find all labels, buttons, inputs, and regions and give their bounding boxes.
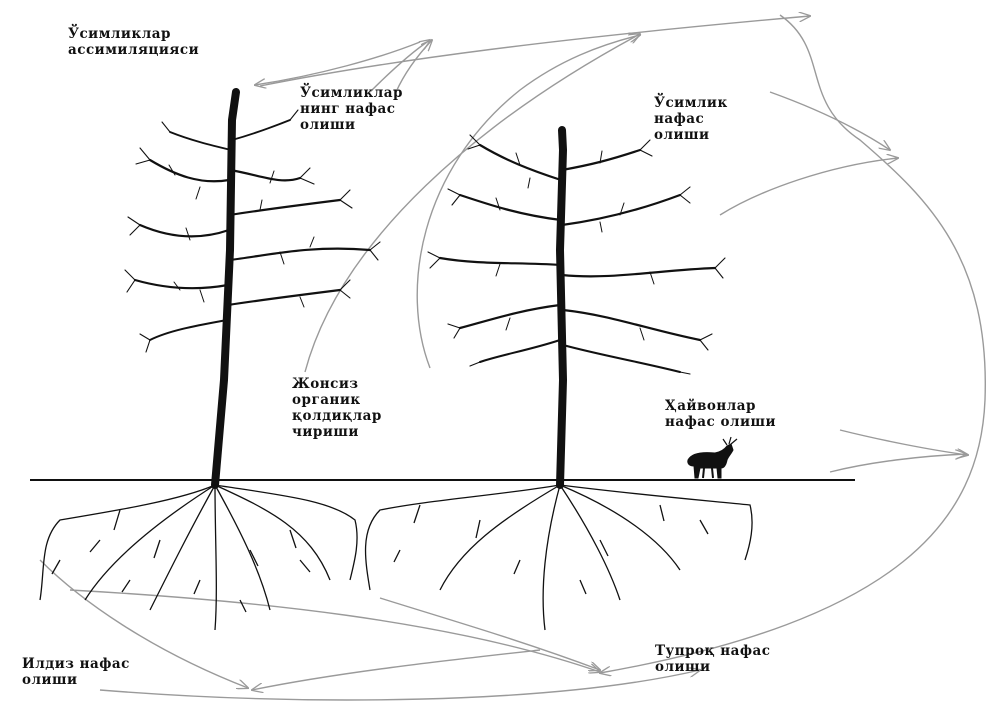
label-animal-respiration-line-1: Ҳайвонлар [665,398,776,414]
roots-left [40,485,357,630]
label-soil-respiration: Тупроқ нафас олиши [655,643,771,675]
label-plants-respiration: Ўсимликлар нинг нафас олиши [300,85,403,133]
label-root-respiration-line-1: Илдиз нафас [22,656,130,672]
label-plant-respiration-line-1: Ўсимлик [654,95,728,111]
roots-right [366,485,753,630]
label-root-respiration: Илдиз нафас олиши [22,656,130,688]
label-assimilation: Ўсимликлар ассимиляцияси [68,26,199,58]
arrow-top-to-right [770,92,890,150]
animal-silhouette [688,437,737,478]
label-decomposition-line-3: қолдиқлар [292,408,382,424]
arrow-soil-up [380,598,600,670]
label-plant-respiration-line-3: олиши [654,127,728,143]
label-assimilation-line-2: ассимиляцияси [68,42,199,58]
flow-arrows [40,15,985,700]
arrow-assimilation-in [255,42,420,85]
arrow-soil-to-root [252,650,540,690]
label-plants-respiration-line-2: нинг нафас [300,101,403,117]
label-soil-respiration-line-1: Тупроқ нафас [655,643,771,659]
label-soil-respiration-line-2: олиши [655,659,771,675]
label-decomposition-line-1: Жонсиз [292,376,382,392]
label-decomposition-line-2: органик [292,392,382,408]
label-plant-respiration: Ўсимлик нафас олиши [654,95,728,143]
arrow-animal-respiration-2 [830,454,966,472]
label-animal-respiration: Ҳайвонлар нафас олиши [665,398,776,430]
label-decomposition: Жонсиз органик қолдиқлар чириши [292,376,382,440]
arrow-plant-respiration-right [720,158,898,215]
label-plant-respiration-line-2: нафас [654,111,728,127]
label-root-respiration-line-2: олиши [22,672,130,688]
arrow-soil-bottom [100,670,700,700]
arrow-root-to-soil [70,590,600,672]
label-plants-respiration-line-1: Ўсимликлар [300,85,403,101]
label-decomposition-line-4: чириши [292,424,382,440]
label-plants-respiration-line-3: олиши [300,117,403,133]
tree-right [428,130,725,485]
arrow-animal-respiration [840,430,968,455]
arrow-assimilation-out [260,16,810,86]
label-assimilation-line-1: Ўсимликлар [68,26,199,42]
label-animal-respiration-line-2: нафас олиши [665,414,776,430]
